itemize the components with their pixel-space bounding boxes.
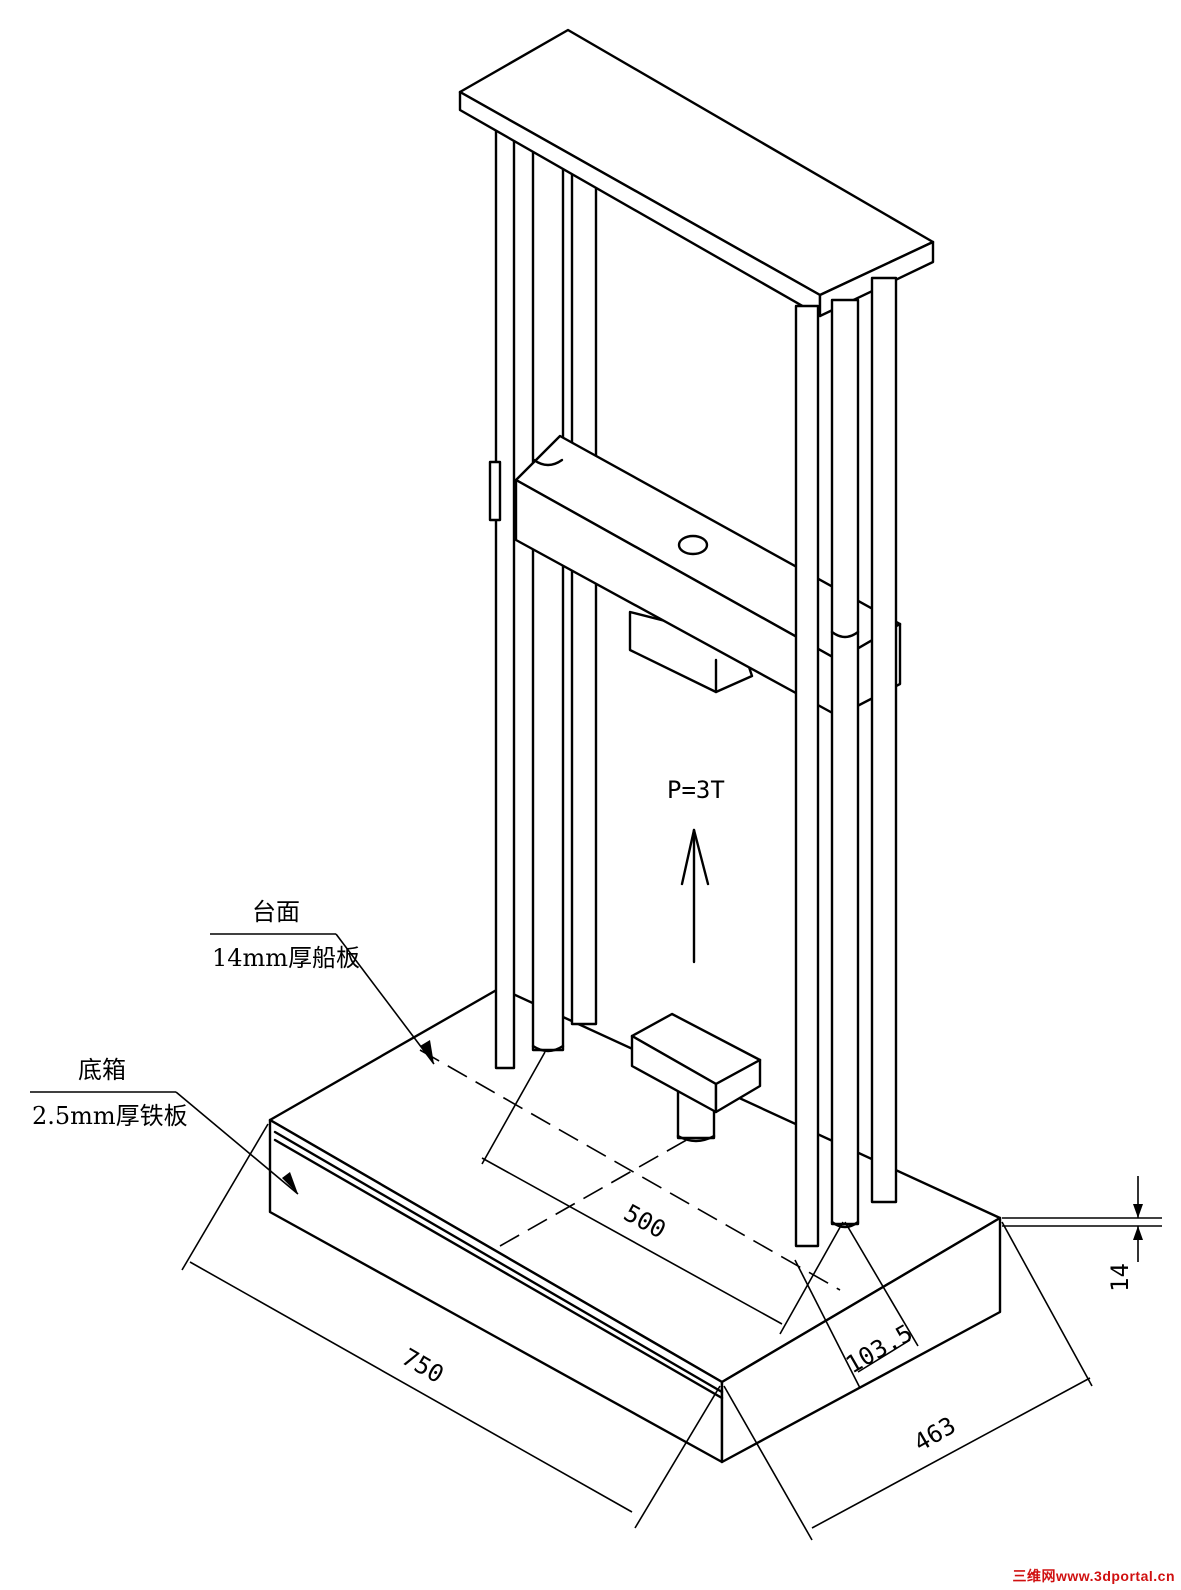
dimension-750 — [181, 1123, 721, 1529]
dimension-14 — [1002, 1176, 1162, 1262]
base-box-spec: 2.5mm厚铁板 — [32, 1102, 188, 1130]
force-arrow — [680, 828, 710, 964]
top-plate — [458, 28, 935, 318]
watermark: 三维网www.3dportal.cn — [1012, 1568, 1175, 1584]
front-columns — [531, 276, 898, 1248]
table-top-name: 台面 — [252, 898, 300, 926]
dim-750: 750 — [397, 1343, 449, 1389]
dimension-103-5 — [794, 1221, 919, 1389]
dimension-463 — [723, 1221, 1093, 1541]
dimension-500 — [419, 1049, 844, 1335]
base-box — [268, 986, 1002, 1464]
dim-463: 463 — [909, 1411, 961, 1457]
rear-columns — [494, 126, 598, 1070]
dim-14: 14 — [1106, 1263, 1134, 1292]
table-top-leader — [210, 933, 435, 1065]
base-box-leader — [30, 1091, 299, 1195]
base-box-name: 底箱 — [78, 1056, 126, 1084]
force-label: P=3T — [667, 776, 725, 804]
lower-block — [630, 1012, 762, 1143]
table-top-spec: 14mm厚船板 — [212, 944, 360, 972]
